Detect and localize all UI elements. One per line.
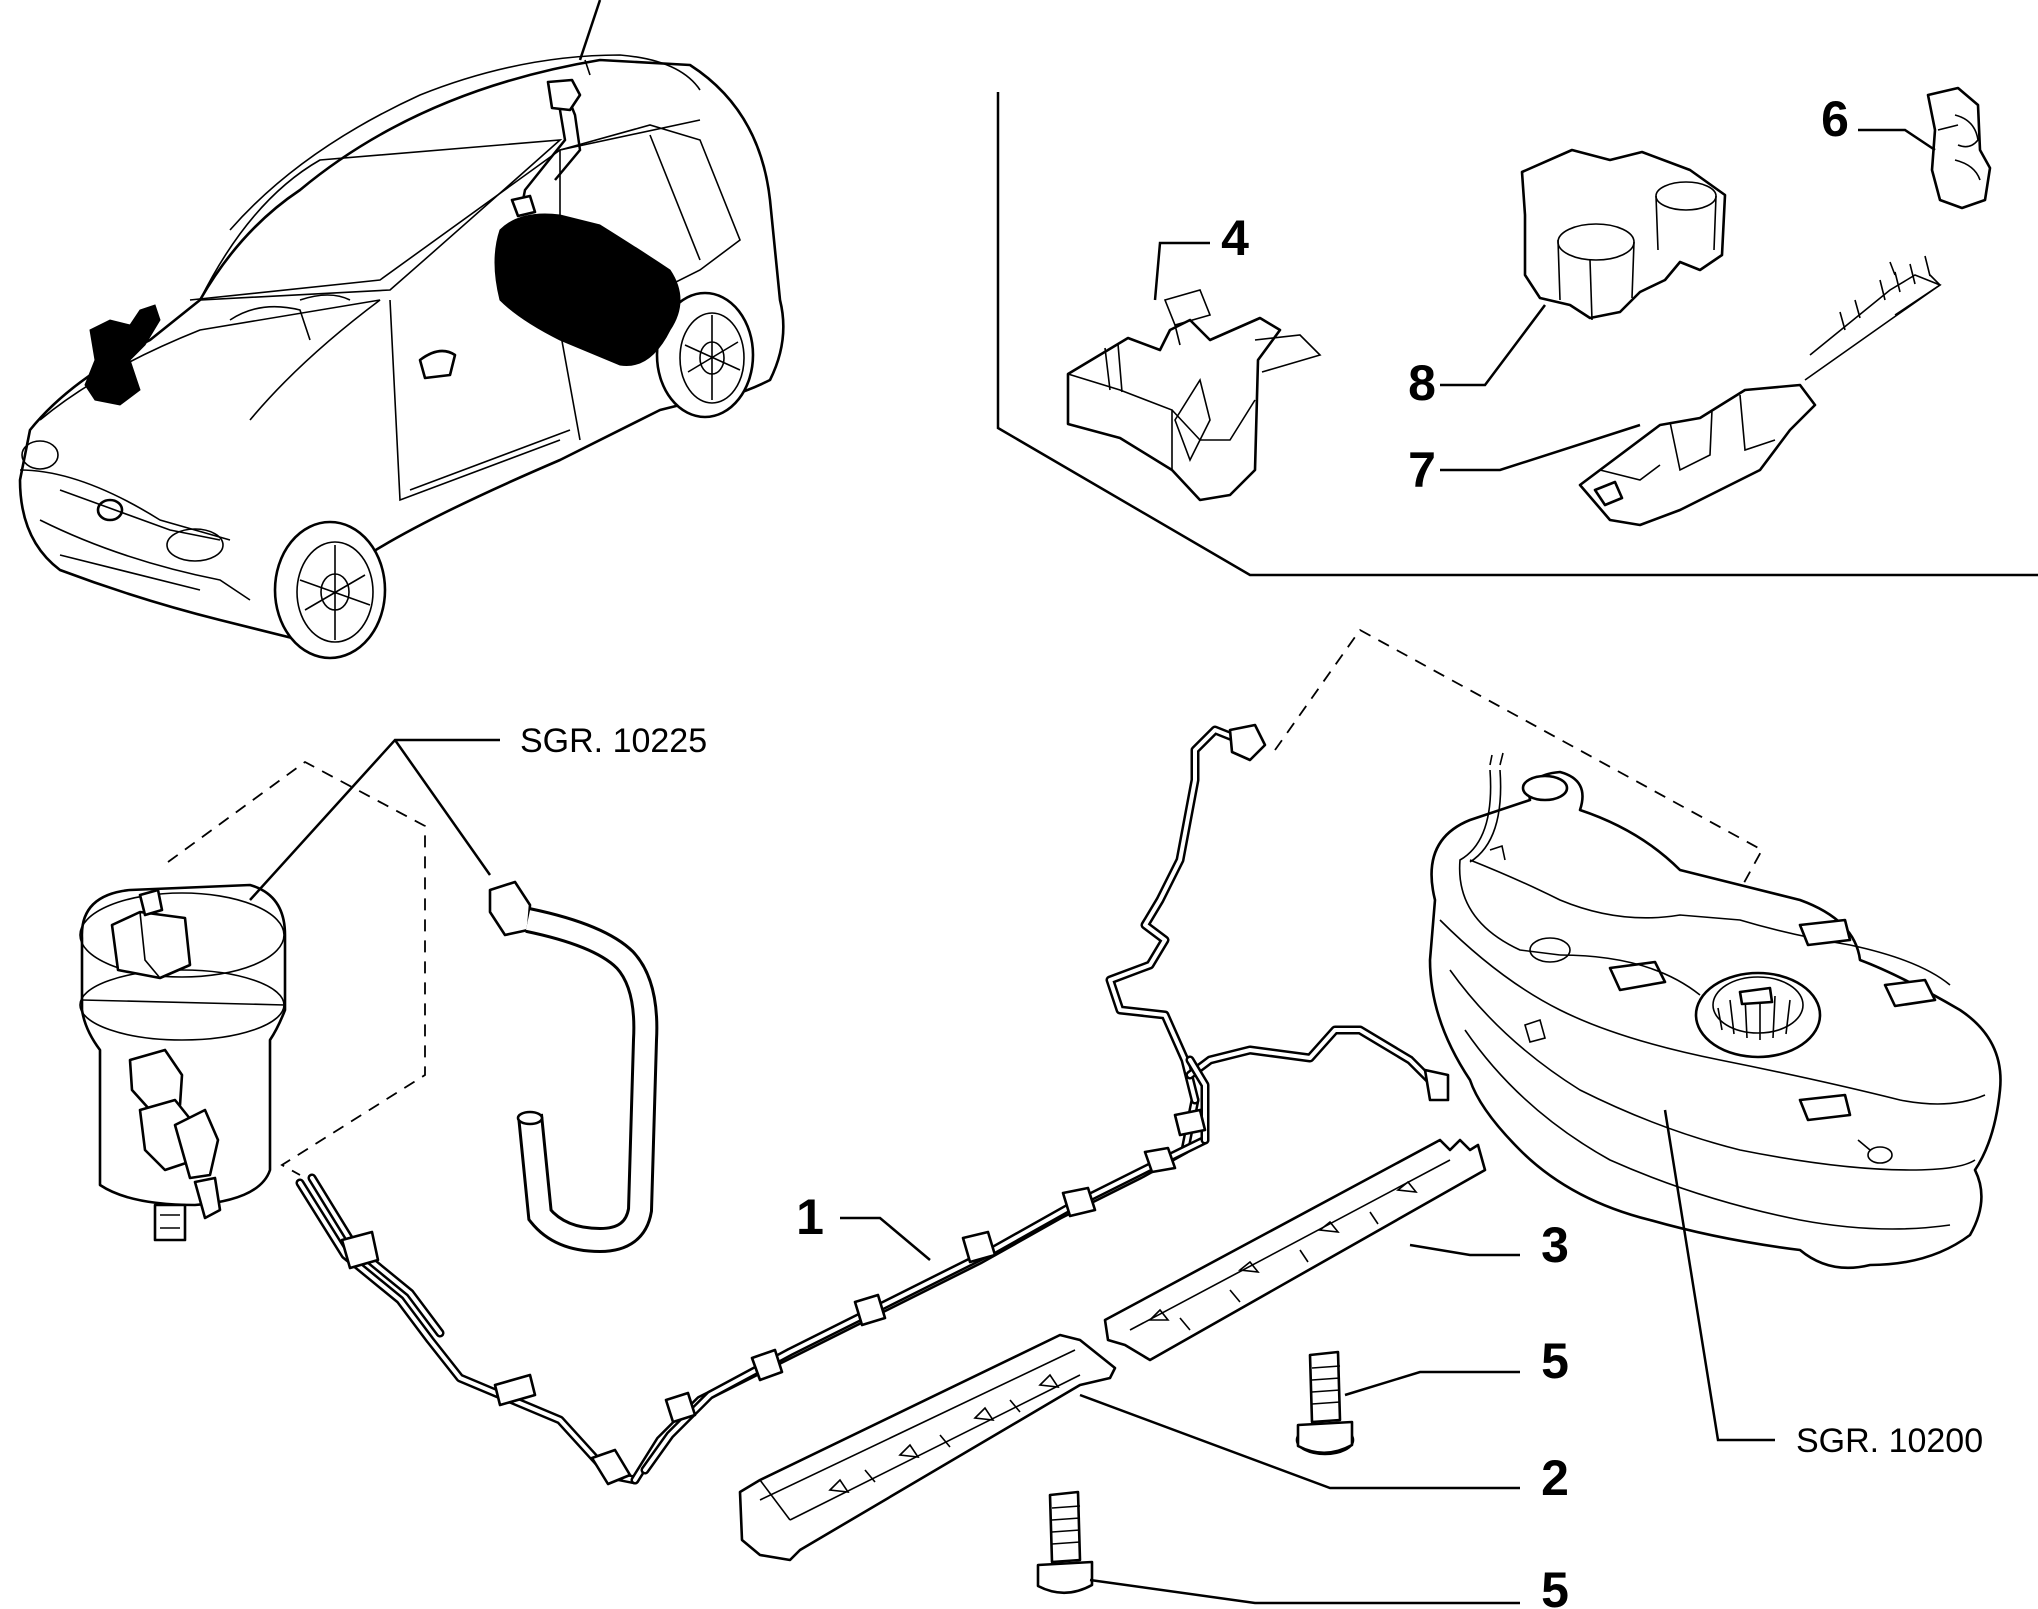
detail-frame [996, 92, 2038, 577]
part-5-bolt-lower [1036, 1490, 1094, 1595]
reference-label-tank: SGR. 10200 [1796, 1422, 1983, 1460]
part-7-rail-clip [1578, 255, 1942, 527]
callout-1: 1 [796, 1189, 824, 1245]
reference-dashed-lines [167, 628, 1764, 1176]
callout-5-lower: 5 [1541, 1562, 1569, 1609]
part-6-clip [1926, 86, 1992, 210]
part-8-clip [1520, 148, 1727, 321]
car-illustration [18, 0, 785, 660]
callout-7: 7 [1408, 442, 1436, 498]
part-2-cover [738, 1333, 1117, 1562]
callout-labels: 4 8 7 6 1 3 5 2 5 SGR. 10225 SGR. 10200 [520, 91, 1983, 1609]
part-3-cover [1103, 1138, 1487, 1362]
return-hose [488, 880, 659, 1254]
reference-label-filter: SGR. 10225 [520, 722, 707, 760]
part-4-bracket [1066, 289, 1322, 502]
callout-4: 4 [1221, 210, 1249, 266]
fuel-tank [1428, 752, 2002, 1270]
callout-2: 2 [1541, 1450, 1569, 1506]
callout-3: 3 [1541, 1217, 1569, 1273]
callout-8: 8 [1408, 355, 1436, 411]
fuel-filter-assembly [79, 883, 287, 1242]
callout-6: 6 [1821, 91, 1849, 147]
part-1-fuel-lines [295, 723, 1450, 1486]
part-5-bolt-upper [1295, 1350, 1355, 1456]
leader-lines [249, 128, 1936, 1605]
callout-5-upper: 5 [1541, 1333, 1569, 1389]
